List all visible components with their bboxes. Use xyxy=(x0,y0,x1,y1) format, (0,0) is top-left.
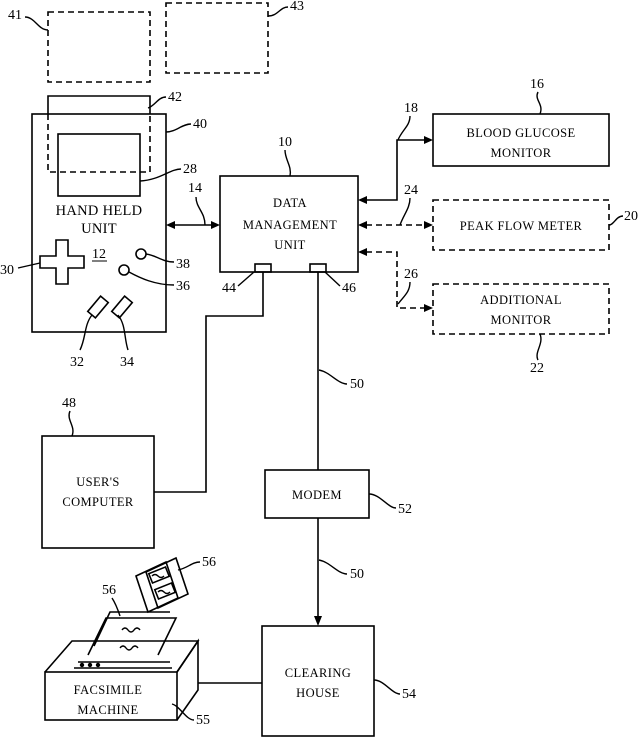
ch-label-line2: HOUSE xyxy=(296,686,340,700)
ref-42: 42 xyxy=(168,90,182,105)
leader-18 xyxy=(398,116,410,140)
ref-40: 40 xyxy=(193,117,207,132)
am-label-line1: ADDITIONAL xyxy=(480,293,562,307)
leader-16 xyxy=(537,92,541,114)
cartridge-box-41 xyxy=(48,12,150,82)
leader-50-lower xyxy=(319,560,347,574)
leader-50-upper xyxy=(319,370,347,384)
leader-38 xyxy=(146,254,174,262)
dmu-label-line1: DATA xyxy=(273,196,307,210)
leader-30 xyxy=(18,263,40,268)
ref-36: 36 xyxy=(176,279,190,294)
leader-54 xyxy=(374,680,400,694)
am-label-line2: MONITOR xyxy=(491,313,552,327)
ref-14: 14 xyxy=(188,181,202,196)
arrowhead-18-left xyxy=(358,196,367,204)
dmu-label-line2: MANAGEMENT xyxy=(243,218,337,232)
ref-24: 24 xyxy=(404,183,418,198)
ref-56-top: 56 xyxy=(202,555,216,570)
uc-label-line1: USER'S xyxy=(76,475,120,489)
leader-56-bottom xyxy=(112,598,120,616)
ref-43: 43 xyxy=(290,0,304,14)
uc-label-line2: COMPUTER xyxy=(62,495,134,509)
ref-55: 55 xyxy=(196,713,210,728)
fax-label-line1: FACSIMILE xyxy=(74,683,143,697)
button-38 xyxy=(136,249,146,259)
arrowhead-50 xyxy=(314,616,322,626)
leader-36 xyxy=(129,272,174,285)
ref-16: 16 xyxy=(530,77,544,92)
modem-label: MODEM xyxy=(292,488,342,502)
ref-54: 54 xyxy=(402,687,416,702)
ref-34: 34 xyxy=(120,355,134,370)
ref-38: 38 xyxy=(176,257,190,272)
leader-28 xyxy=(140,169,181,181)
ref-30: 30 xyxy=(0,263,14,278)
cartridge-inserted-42 xyxy=(48,114,150,172)
cartridge-box-43 xyxy=(166,3,268,73)
leader-26 xyxy=(398,282,410,304)
fax-label-line2: MACHINE xyxy=(77,703,138,717)
ref-41: 41 xyxy=(8,8,22,23)
leader-20 xyxy=(609,216,623,225)
button-36 xyxy=(119,265,129,275)
button-32 xyxy=(88,296,109,318)
ref-50-lower: 50 xyxy=(350,567,364,582)
printed-report-56 xyxy=(136,558,188,612)
ref-46: 46 xyxy=(342,281,356,296)
leader-41 xyxy=(25,17,48,30)
ref-22: 22 xyxy=(530,361,544,376)
ref-26: 26 xyxy=(404,267,418,282)
ref-50-upper: 50 xyxy=(350,377,364,392)
ref-10: 10 xyxy=(278,135,292,150)
leader-46 xyxy=(325,272,340,286)
ref-48: 48 xyxy=(62,396,76,411)
ref-12: 12 xyxy=(92,247,106,262)
dpad-30 xyxy=(40,240,84,284)
arrowhead-18-right xyxy=(424,136,433,144)
leader-22 xyxy=(537,334,541,360)
pfm-label-line1: PEAK FLOW METER xyxy=(460,219,583,233)
users-computer-box xyxy=(42,436,154,548)
handheld-label-line2: UNIT xyxy=(81,221,117,237)
arrowhead-14-left xyxy=(166,221,175,229)
ref-52: 52 xyxy=(398,502,412,517)
link-computer xyxy=(154,272,263,492)
clearing-house-box xyxy=(262,626,374,736)
ref-32: 32 xyxy=(70,355,84,370)
bgm-label-line2: MONITOR xyxy=(491,146,552,160)
arrowhead-24-right xyxy=(424,221,433,229)
arrowhead-24-left xyxy=(358,221,367,229)
leader-10 xyxy=(285,150,290,176)
leader-44 xyxy=(238,272,254,286)
port-46 xyxy=(310,264,326,272)
leader-43 xyxy=(268,7,288,16)
display-screen-28 xyxy=(58,134,140,196)
dmu-label-line3: UNIT xyxy=(274,238,305,252)
leader-40 xyxy=(166,124,191,132)
arrowhead-26-left xyxy=(358,248,367,256)
leader-52 xyxy=(369,494,396,508)
handheld-label-line1: HAND HELD xyxy=(56,203,143,219)
leader-14 xyxy=(196,197,205,225)
leader-48 xyxy=(69,411,73,436)
port-44 xyxy=(255,264,271,272)
arrowhead-26-right xyxy=(424,304,433,312)
ch-label-line1: CLEARING xyxy=(285,666,351,680)
ref-28: 28 xyxy=(183,162,197,177)
ref-18: 18 xyxy=(404,101,418,116)
bgm-label-line1: BLOOD GLUCOSE xyxy=(466,126,575,140)
arrowhead-14-right xyxy=(211,221,220,229)
cartridge-slot-42 xyxy=(48,96,150,114)
ref-56-bottom: 56 xyxy=(102,583,116,598)
leader-24 xyxy=(400,198,410,225)
leader-56-top xyxy=(178,562,200,570)
ref-20: 20 xyxy=(624,209,638,224)
ref-44: 44 xyxy=(222,281,236,296)
button-34 xyxy=(112,296,133,318)
leader-55 xyxy=(172,704,194,720)
